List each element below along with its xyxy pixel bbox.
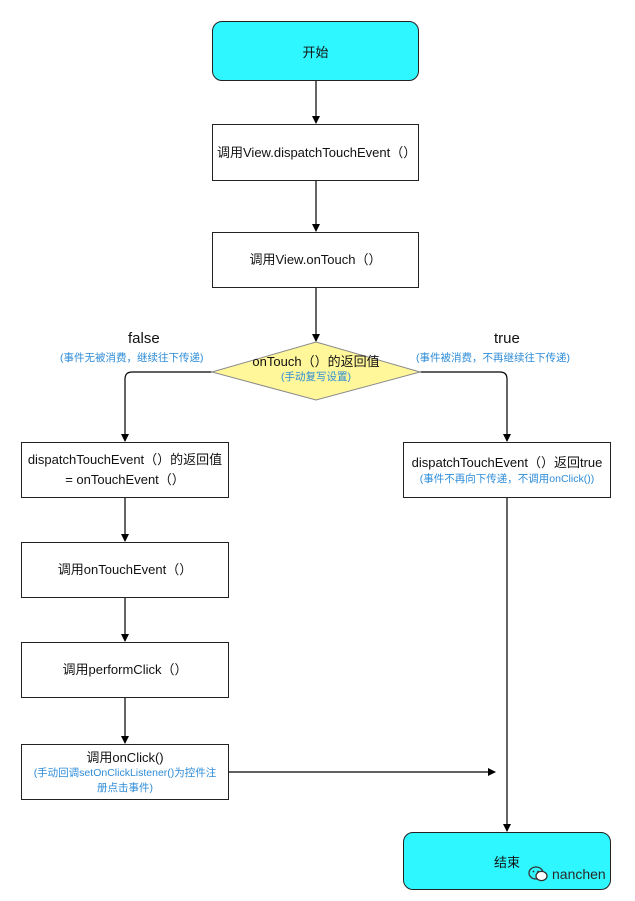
right-return-label: dispatchTouchEvent（）返回true: [411, 454, 603, 470]
end-node: 结束: [403, 832, 611, 890]
left-return-line2: = onTouchEvent（）: [65, 472, 185, 487]
right-return-note: (事件不再向下传递，不调用onClick()): [419, 472, 595, 485]
performclick-node: 调用performClick（）: [21, 642, 229, 698]
onclick-label: 调用onClick(): [86, 749, 164, 765]
decision-note: (手动复写设置): [281, 371, 351, 383]
arrow-false-branch: [121, 371, 212, 442]
ontouchevent-label: 调用onTouchEvent（）: [57, 562, 193, 577]
ontouch-node: 调用View.onTouch（）: [212, 232, 419, 288]
start-node: 开始: [212, 21, 419, 81]
decision-text: onTouch（）的返回值 (手动复写设置): [232, 354, 400, 384]
right-return-true-node: dispatchTouchEvent（）返回true (事件不再向下传递，不调用…: [403, 442, 611, 498]
arrow-true-branch: [420, 371, 511, 442]
true-branch-label: true: [494, 330, 520, 347]
end-label: 结束: [493, 854, 520, 870]
false-branch-label: false: [128, 330, 160, 347]
watermark: nanchen: [528, 866, 606, 882]
decision-title: onTouch（）的返回值: [252, 354, 380, 369]
decision-diamond: [210, 341, 422, 401]
dispatch-touch-event-label: 调用View.dispatchTouchEvent（）: [217, 144, 417, 160]
ontouch-label: 调用View.onTouch（）: [249, 252, 382, 267]
wechat-icon: [528, 866, 548, 882]
ontouchevent-node: 调用onTouchEvent（）: [21, 542, 229, 598]
true-branch-note: (事件被消费，不再继续往下传递): [416, 352, 570, 364]
onclick-note: (手动回调setOnClickListener()为控件注册点击事件): [33, 766, 217, 794]
false-branch-note: (事件无被消费，继续往下传递): [60, 352, 204, 364]
onclick-node: 调用onClick() (手动回调setOnClickListener()为控件…: [21, 744, 229, 800]
watermark-text: nanchen: [552, 866, 606, 882]
dispatch-touch-event-node: 调用View.dispatchTouchEvent（）: [212, 124, 419, 181]
left-return-value-node: dispatchTouchEvent（）的返回值 = onTouchEvent（…: [21, 442, 229, 498]
start-label: 开始: [302, 44, 329, 60]
left-return-line1: dispatchTouchEvent（）的返回值: [27, 452, 223, 467]
performclick-label: 调用performClick（）: [62, 662, 188, 677]
